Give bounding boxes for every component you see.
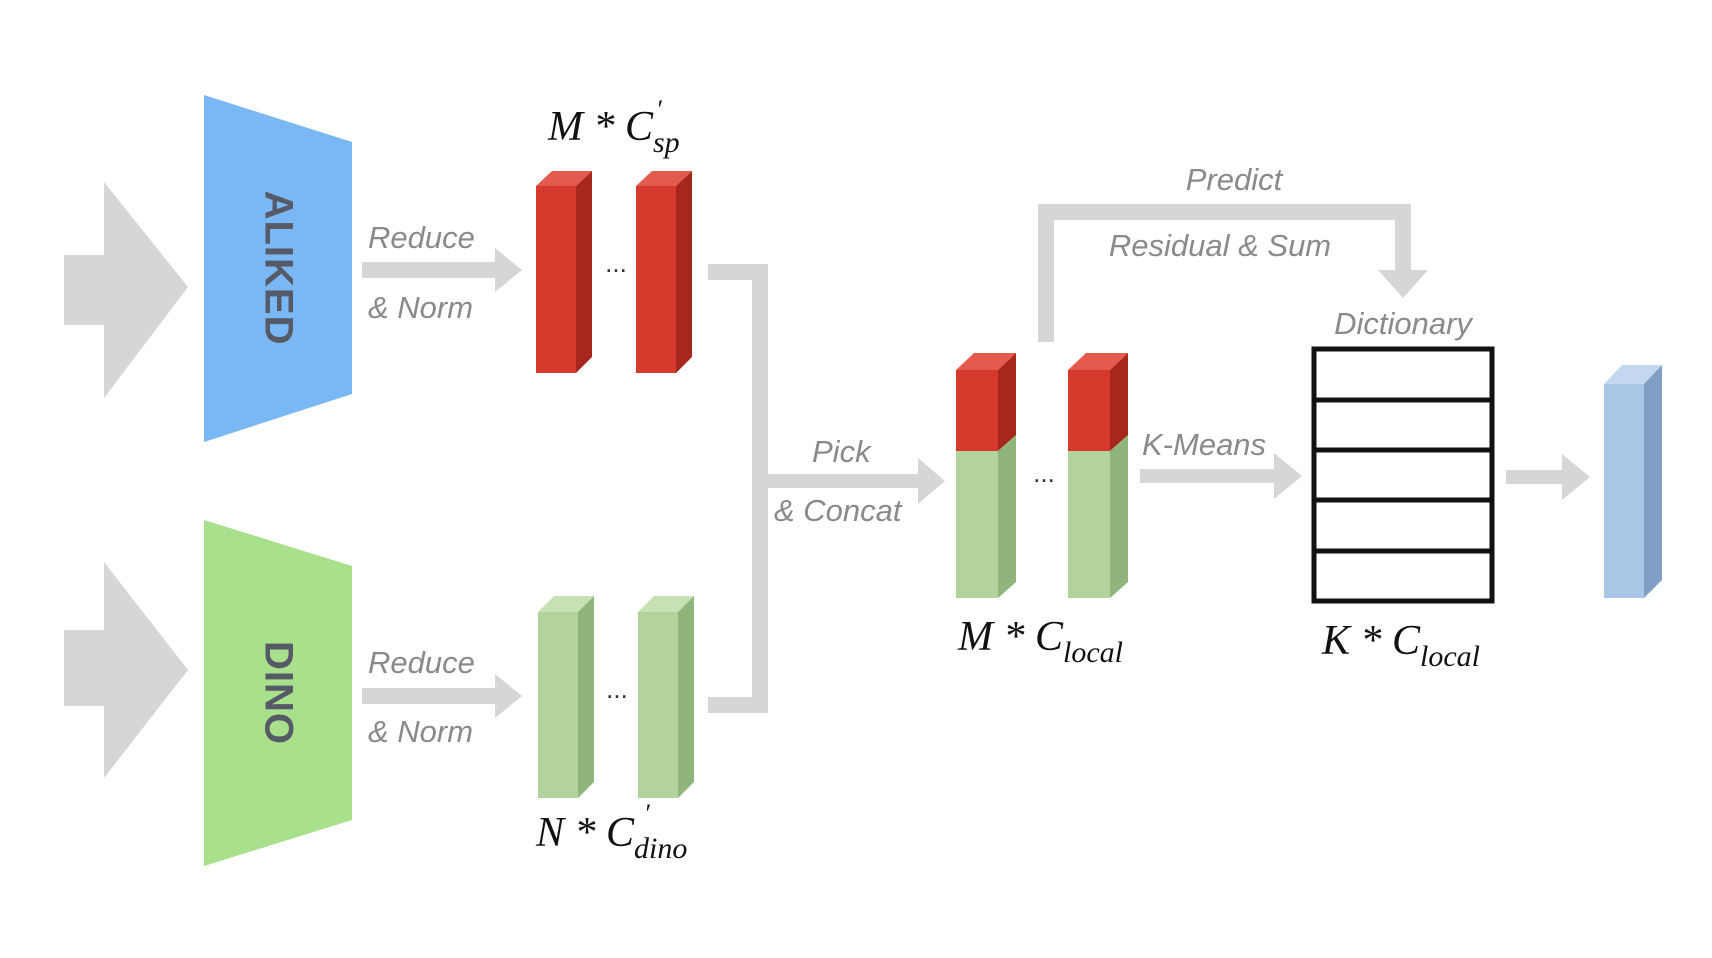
reduce-norm-arrow-top <box>362 248 522 292</box>
dino-feature-label: N * Cdino <box>535 810 687 865</box>
pick-label: Pick <box>812 434 872 469</box>
predict-label: Predict <box>1186 162 1284 197</box>
output-descriptor-bar <box>1604 365 1662 598</box>
predict-loop-line <box>1038 204 1411 342</box>
predict-arrowhead <box>1378 270 1428 298</box>
input-arrow-top <box>64 182 188 398</box>
dino-feature-bar-2 <box>638 596 694 798</box>
kmeans-label: K-Means <box>1142 427 1266 462</box>
aliked-label: ALIKED <box>256 191 300 346</box>
dino-label: DINO <box>256 641 300 745</box>
dictionary-table <box>1311 346 1495 604</box>
pick-concat-arrow <box>760 458 945 504</box>
local-feature-bar-2 <box>1068 353 1128 598</box>
dictionary-title: Dictionary <box>1334 306 1474 341</box>
kmeans-arrow <box>1140 453 1302 499</box>
input-arrow-bottom <box>64 562 188 778</box>
dictionary-label: K * Clocal <box>1321 618 1480 673</box>
sp-prime: ′ <box>656 95 662 124</box>
residual-sum-label: Residual & Sum <box>1109 228 1331 263</box>
aliked-encoder <box>204 95 352 442</box>
dino-encoder <box>204 520 352 866</box>
dino-prime: ′ <box>644 799 650 828</box>
sp-feature-label: M * Csp <box>547 104 680 159</box>
local-feature-label: M * Clocal <box>957 614 1123 669</box>
local-feature-bar-1 <box>956 353 1016 598</box>
sp-ellipsis: ... <box>605 248 627 278</box>
local-ellipsis: ... <box>1033 458 1055 488</box>
sp-feature-bar-2 <box>636 171 692 373</box>
reduce-label-top: Reduce <box>368 220 475 255</box>
concat-label: & Concat <box>774 493 903 528</box>
output-arrow <box>1506 454 1590 500</box>
dino-feature-bar-1 <box>538 596 594 798</box>
dino-ellipsis: ... <box>606 674 628 704</box>
reduce-label-bottom: Reduce <box>368 645 475 680</box>
merge-line-top <box>708 264 768 713</box>
sp-feature-bar-1 <box>536 171 592 373</box>
norm-label-top: & Norm <box>368 290 473 325</box>
norm-label-bottom: & Norm <box>368 714 473 749</box>
reduce-norm-arrow-bottom <box>362 674 522 718</box>
